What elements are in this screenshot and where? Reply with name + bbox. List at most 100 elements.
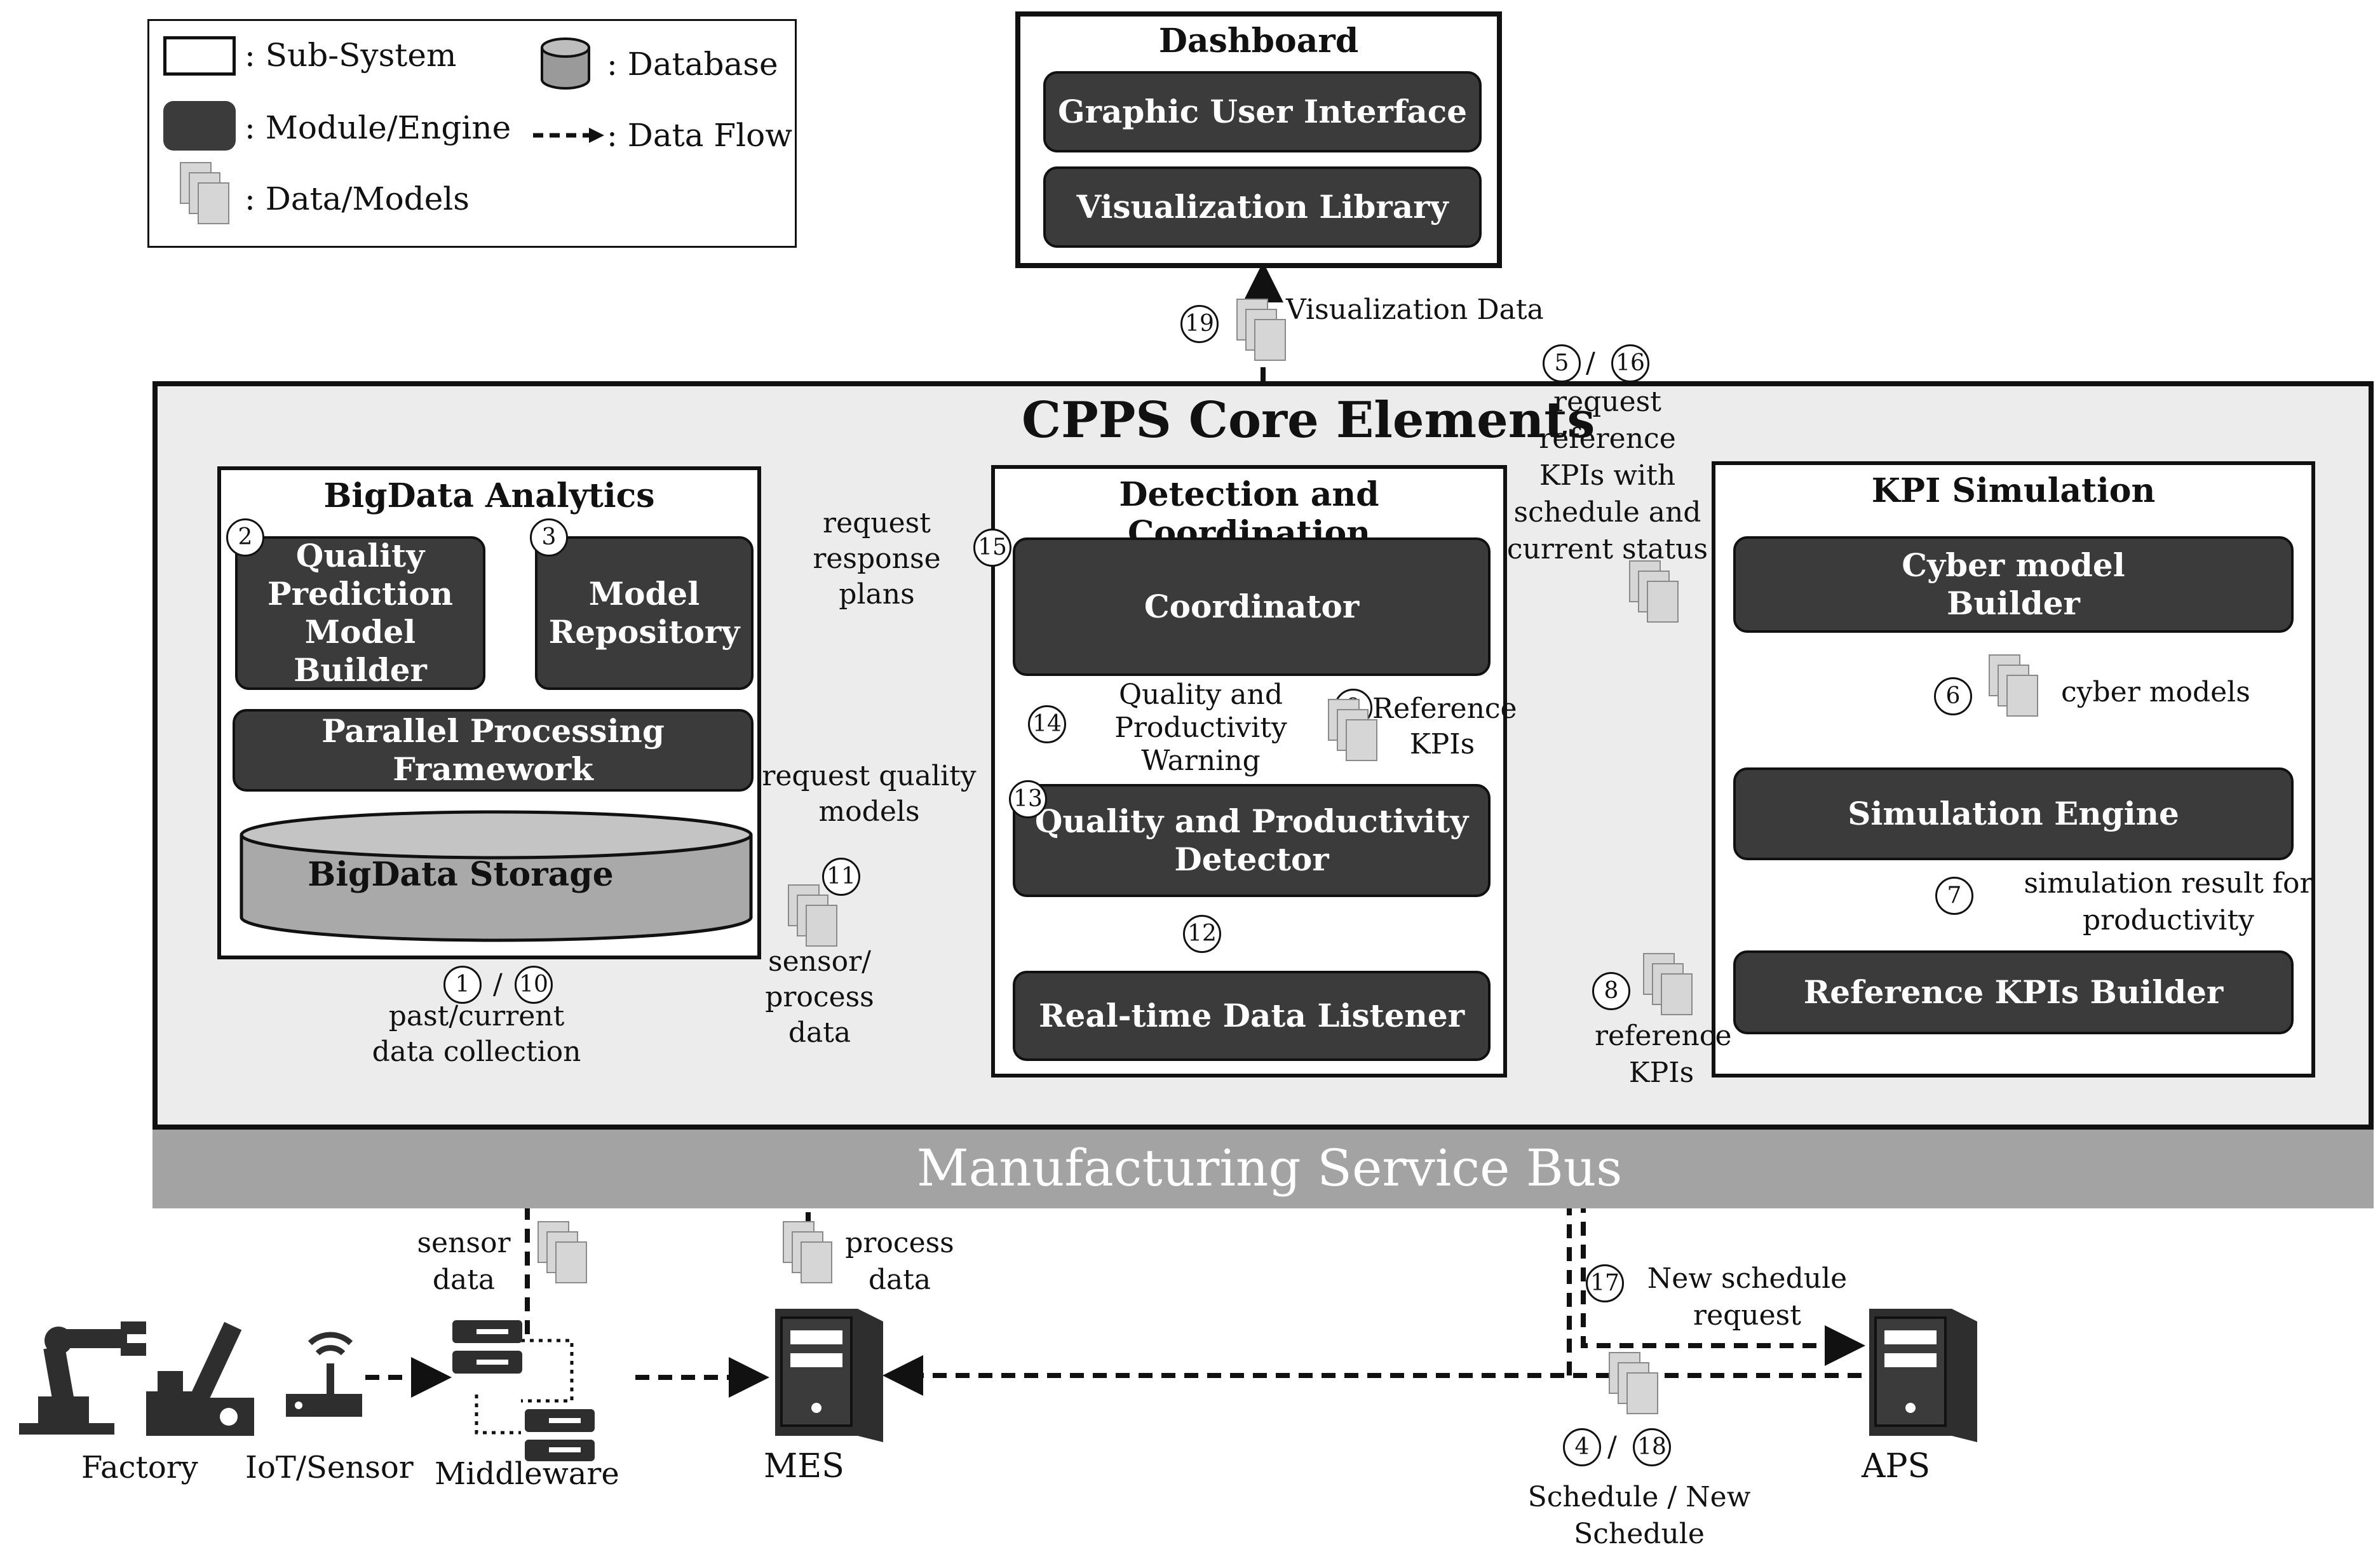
reference-kpis-output-icon [1643,953,1694,1017]
schedule-data-icon [1609,1352,1660,1415]
request-quality-models-label: request quality models [762,760,977,828]
qp-warning-label: Quality and Productivity Warning [1114,679,1287,777]
iot-sensor-icon [286,1332,362,1417]
aps-label: APS [1862,1447,1931,1485]
step-16-badge: 16 [1611,344,1649,382]
slash-4-18: / [1607,1431,1617,1463]
kpi-simulation-subsystem: KPI Simulation Cyber model Builder Simul… [1712,461,2315,1078]
process-data-label: process data [845,1227,954,1296]
factory-robot-icon [19,1321,254,1436]
step-19-badge: 19 [1180,305,1219,343]
legend-dataflow-arrow [533,128,604,143]
cyber-model-builder-label: Cyber model Builder [1902,546,2125,622]
step-10-badge: 10 [515,966,553,1004]
quality-prediction-model-builder: Quality Prediction Model Builder [235,536,485,690]
legend-module-swatch [163,101,236,151]
simulation-engine: Simulation Engine [1733,767,2294,860]
bigdata-storage-database [240,810,753,942]
legend-subsystem-label: : Sub-System [245,37,457,74]
middleware-label: Middleware [435,1456,619,1492]
step-3-badge: 3 [530,518,568,557]
manufacturing-service-bus-label: Manufacturing Service Bus [916,1138,1623,1198]
manufacturing-service-bus: Manufacturing Service Bus [152,1130,2374,1208]
simulation-engine-label: Simulation Engine [1848,795,2179,832]
aps-server-icon [1869,1309,1977,1442]
step-2-badge: 2 [226,518,264,557]
legend-database-icon [541,37,590,90]
sensor-data-label: sensor data [417,1227,511,1296]
qpmb-label: Quality Prediction Model Builder [267,537,453,689]
mes-server-icon [775,1309,883,1442]
step-14-badge: 14 [1028,705,1066,743]
reference-kpis-data-icon [1328,699,1379,762]
model-repository: Model Repository [535,536,754,690]
gui-module: Graphic User Interface [1043,71,1482,152]
step-18-badge: 18 [1633,1428,1671,1466]
legend-module-label: : Module/Engine [245,109,511,146]
legend-database-label: : Database [607,46,778,83]
cyber-models-label: cyber models [2061,676,2250,708]
dashboard-title: Dashboard [1158,22,1359,60]
reference-kpis-builder: Reference KPIs Builder [1733,950,2294,1034]
coordinator-module: Coordinator [1013,537,1491,676]
ppf-label: Parallel Processing Framework [321,712,665,788]
process-data-icon [783,1221,834,1285]
model-repository-label: Model Repository [548,575,740,651]
coordinator-label: Coordinator [1144,588,1360,625]
reference-kpis-output-label: reference KPIs [1595,1020,1732,1089]
visualization-library-module: Visualization Library [1043,166,1482,248]
bigdata-analytics-subsystem: BigData Analytics Quality Prediction Mod… [217,466,761,959]
visualization-library-label: Visualization Library [1076,188,1449,226]
step-5-badge: 5 [1543,344,1581,382]
iot-sensor-label: IoT/Sensor [245,1450,414,1485]
request-response-plans-label: request response plans [813,507,941,611]
sensor-process-data-label: sensor/ process data [765,945,874,1049]
sensor-data-icon [538,1221,588,1285]
detection-coordination-subsystem: Detection and Coordination Coordinator Q… [991,465,1507,1078]
visualization-data-icon [1236,299,1287,362]
cpps-core-title: CPPS Core Elements [1022,391,1595,449]
step-12-badge: 12 [1183,915,1221,953]
legend-data-models-icon [180,162,231,226]
step-11-badge: 11 [822,858,860,896]
middleware-servers-icon [452,1320,595,1461]
step-8-badge: 8 [1592,972,1630,1010]
new-schedule-request-label: New schedule request [1647,1262,1848,1332]
gui-label: Graphic User Interface [1057,93,1468,130]
step-6-badge: 6 [1934,677,1972,715]
step-1-badge: 1 [443,966,482,1004]
quality-productivity-detector: Quality and Productivity Detector [1013,784,1491,897]
schedule-label: Schedule / New Schedule [1527,1481,1751,1550]
slash-1-10: / [493,968,503,1001]
cyber-model-builder: Cyber model Builder [1733,536,2294,633]
bigdata-storage-label: BigData Storage [308,855,614,894]
reference-kpis-coordinator-label: Reference KPIs [1372,693,1517,760]
parallel-processing-framework: Parallel Processing Framework [233,709,754,792]
cyber-models-data-icon [1989,654,2039,718]
legend-data-models-label: : Data/Models [245,180,470,217]
realtime-data-listener: Real-time Data Listener [1013,971,1491,1061]
slash-5-16: / [1586,347,1595,379]
factory-label: Factory [81,1450,198,1485]
sensor-process-data-icon [788,884,839,948]
dashboard-subsystem: Dashboard Graphic User Interface Visuali… [1015,11,1502,268]
legend-dataflow-label: : Data Flow [607,117,793,154]
kpi-simulation-title: KPI Simulation [1871,471,2156,510]
rtdl-label: Real-time Data Listener [1038,997,1465,1034]
step-7-badge: 7 [1935,877,1973,915]
step-17-badge: 17 [1586,1264,1624,1302]
reference-request-data-icon [1629,560,1680,624]
step-4-badge: 4 [1563,1428,1601,1466]
reference-kpis-builder-label: Reference KPIs Builder [1803,973,2224,1011]
step-15-badge: 15 [973,529,1011,567]
bigdata-analytics-title: BigData Analytics [323,476,655,515]
request-reference-kpis-label: request reference KPIs with schedule and… [1506,386,1708,565]
visualization-data-label: Visualization Data [1286,294,1544,326]
qpd-label: Quality and Productivity Detector [1034,802,1469,878]
legend-subsystem-swatch [163,36,236,76]
past-current-data-label: past/current data collection [372,1000,581,1068]
mes-label: MES [764,1447,844,1485]
simulation-result-label: simulation result for productivity [2024,867,2313,936]
legend: : Sub-System : Module/Engine : Data/Mode… [147,19,797,248]
step-13-badge: 13 [1009,780,1047,818]
